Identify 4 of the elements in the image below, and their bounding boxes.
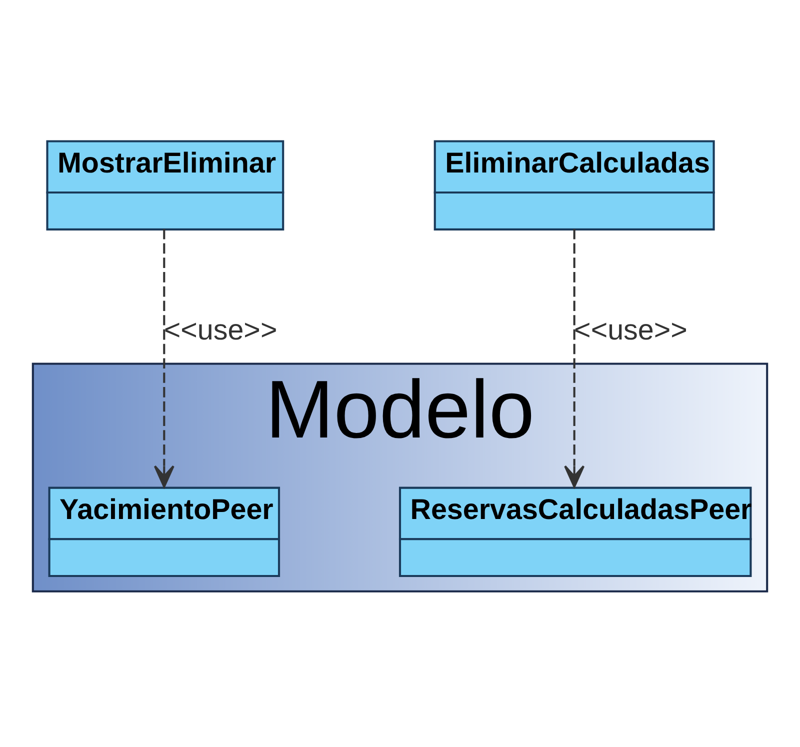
- arrow: [564, 228, 585, 488]
- edge-label: <<use>>: [574, 314, 688, 346]
- arrow: [154, 228, 174, 488]
- edge-label: <<use>>: [164, 314, 278, 346]
